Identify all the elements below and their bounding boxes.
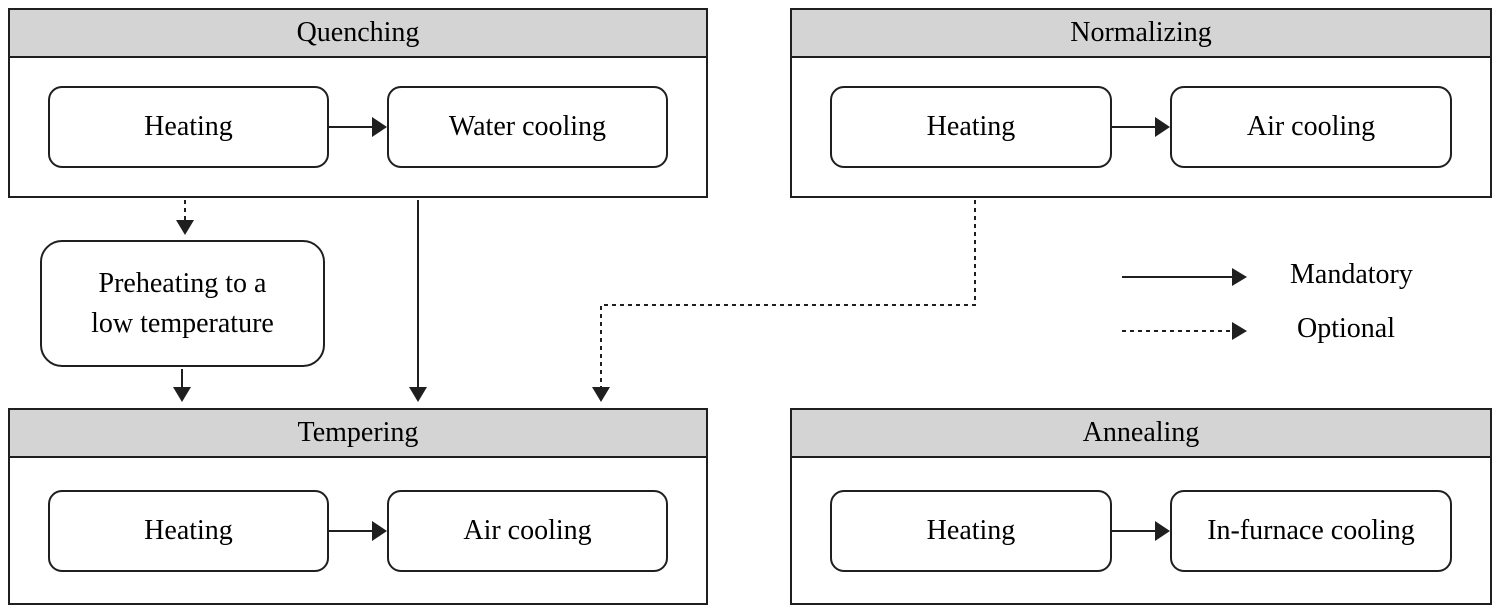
panel-normalizing-body: Heating Air cooling <box>792 58 1490 196</box>
panel-tempering: Tempering Heating Air cooling <box>8 408 708 605</box>
step-tempering-heating: Heating <box>48 489 329 572</box>
panel-quenching-header: Quenching <box>10 10 706 58</box>
panel-tempering-body: Heating Air cooling <box>10 458 706 603</box>
step-annealing-in-furnace-cooling: In-furnace cooling <box>1170 489 1452 572</box>
panel-quenching: Quenching Heating Water cooling <box>8 8 708 198</box>
arrow-line <box>329 126 372 128</box>
panel-normalizing-title: Normalizing <box>1070 17 1212 48</box>
arrow-line <box>329 529 372 532</box>
legend-mandatory-label: Mandatory <box>1290 259 1413 290</box>
optional-arrow-normalizing-to-tempering <box>592 200 976 402</box>
arrow-head <box>372 117 387 137</box>
panel-normalizing-header: Normalizing <box>792 10 1490 58</box>
step-quenching-heating: Heating <box>48 86 329 168</box>
step-label: Air cooling <box>463 514 592 546</box>
panel-annealing-title: Annealing <box>1082 417 1200 448</box>
arrow-head <box>1155 520 1170 541</box>
step-label: Heating <box>926 111 1016 142</box>
step-label: Water cooling <box>448 111 607 142</box>
step-label: Heating <box>926 514 1016 546</box>
arrow-right-icon <box>329 117 387 137</box>
step-preheating: Preheating to a low temperature <box>40 240 325 367</box>
step-normalizing-heating: Heating <box>830 86 1112 168</box>
step-label: In-furnace cooling <box>1207 514 1415 546</box>
arrow-right-icon <box>1112 520 1170 541</box>
step-label: Air cooling <box>1246 111 1376 142</box>
panel-tempering-header: Tempering <box>10 410 706 458</box>
step-quenching-water-cooling: Water cooling <box>387 86 668 168</box>
step-annealing-heating: Heating <box>830 489 1112 572</box>
step-label: Heating <box>144 514 233 546</box>
preheating-label-line1: Preheating to a <box>98 267 267 299</box>
panel-quenching-body: Heating Water cooling <box>10 58 706 196</box>
step-normalizing-air-cooling: Air cooling <box>1170 86 1452 168</box>
arrow-line <box>1112 529 1155 532</box>
panel-normalizing: Normalizing Heating Air cooling <box>790 8 1492 198</box>
arrow-head <box>372 520 387 541</box>
preheating-label-line2: low temperature <box>91 307 274 339</box>
panel-annealing-header: Annealing <box>792 410 1490 458</box>
arrow-right-icon <box>1112 117 1170 137</box>
arrow-head <box>1155 117 1170 137</box>
step-tempering-air-cooling: Air cooling <box>387 489 668 572</box>
legend-optional-label: Optional <box>1297 313 1395 344</box>
step-label: Heating <box>144 111 233 142</box>
panel-annealing: Annealing Heating In-furnace cooling <box>790 408 1492 605</box>
panel-tempering-title: Tempering <box>297 417 419 448</box>
panel-quenching-title: Quenching <box>296 17 420 48</box>
panel-annealing-body: Heating In-furnace cooling <box>792 458 1490 603</box>
arrow-right-icon <box>329 520 387 541</box>
arrow-line <box>1112 126 1155 128</box>
